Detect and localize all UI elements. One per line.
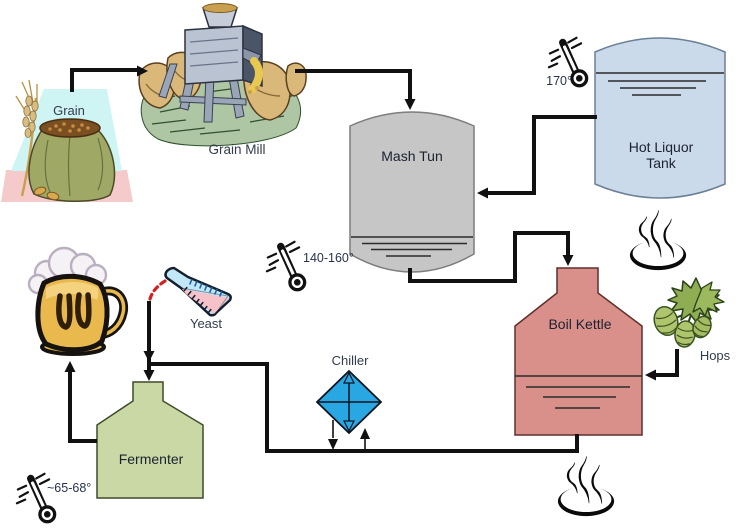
yeast-flask-icon [148, 266, 232, 317]
hot-liquor-tank-vessel [594, 37, 726, 199]
pipe-fermenter-to-mug [68, 369, 97, 443]
hot-liquor-tank-label: Hot Liquor Tank [628, 139, 694, 172]
mash-tun-label: Mash Tun [381, 148, 443, 164]
arrow-into-mash-tun-side [477, 187, 488, 199]
grain-illustration [1, 79, 133, 202]
pipe-arrowheads [64, 65, 656, 381]
hlt-temperature: 170° [546, 74, 572, 88]
fermenter-label: Fermenter [118, 451, 184, 467]
thermometer-icon-mash-tun [267, 242, 305, 290]
grain-mill-label: Grain Mill [208, 142, 266, 157]
boil-kettle-vessel [514, 267, 643, 436]
arrow-hops-into-kettle [645, 369, 656, 381]
mill-body-icon [184, 3, 263, 94]
heat-icon-hlt: ♨ [621, 195, 695, 290]
boil-kettle-liquid-lines [515, 375, 642, 409]
mash-tun-vessel [349, 111, 475, 273]
chiller-icon [315, 369, 383, 451]
arrow-into-mill [137, 65, 148, 77]
pipe-mash-tun-to-boil-kettle [408, 231, 570, 283]
pipe-hops-to-boil-kettle [650, 349, 679, 377]
heat-icon-boil-kettle: ♨ [549, 441, 623, 532]
chiller-inlet-arrow [360, 428, 370, 439]
hot-liquor-tank-liquid-lines [596, 72, 724, 96]
yeast-pour-drops [148, 279, 167, 301]
fermenter-vessel [96, 381, 204, 499]
pipe-boil-kettle-to-fermenter [151, 362, 579, 453]
arrow-into-mug [64, 361, 76, 372]
grain-sack-icon [28, 118, 116, 202]
hop-cones [653, 306, 712, 348]
chiller-outlet-arrow [328, 439, 338, 450]
chiller-label: Chiller [331, 353, 369, 368]
mash-tun-liquid-lines [351, 236, 473, 257]
arrow-into-mash-tun-top [404, 99, 416, 110]
arrow-into-fermenter [143, 370, 155, 381]
pipe-grain-to-mill [70, 68, 138, 92]
fermenter-temperature: ~65-68° [47, 481, 92, 495]
mash-tun-temperature: 140-160° [303, 251, 354, 265]
wheat-stalk-icon [15, 79, 39, 197]
hops-icon [653, 277, 725, 348]
grain-label: Grain [53, 103, 85, 118]
boil-kettle-label: Boil Kettle [548, 316, 612, 332]
arrow-at-wort-junction [143, 351, 155, 362]
process-pipes [68, 68, 679, 453]
pipe-hlt-to-mash-tun [488, 115, 597, 195]
grain-mill-illustration [138, 3, 307, 147]
pipe-mill-to-mash-tun [295, 69, 412, 100]
beer-mug-icon [27, 246, 129, 356]
arrow-into-boil-kettle [562, 255, 574, 266]
yeast-label: Yeast [189, 316, 223, 331]
mill-legs [158, 63, 247, 123]
hops-label: Hops [699, 348, 731, 363]
